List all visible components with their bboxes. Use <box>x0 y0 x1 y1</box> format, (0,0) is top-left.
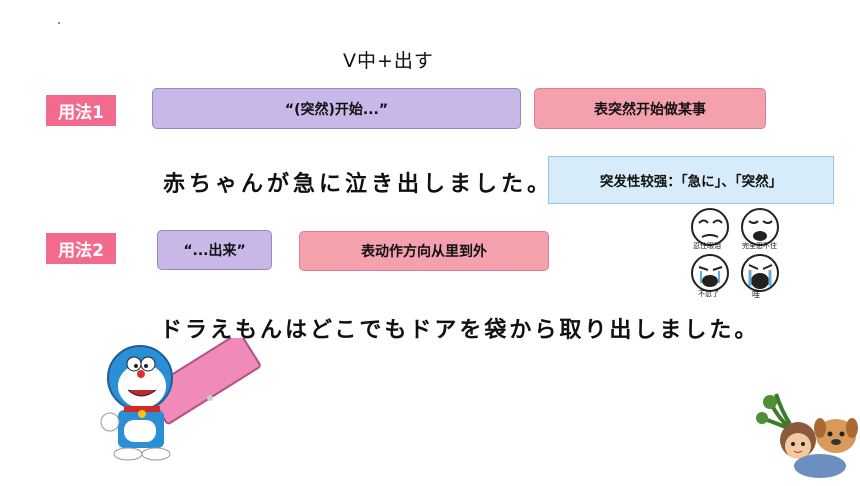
meme-face-4 <box>741 254 779 292</box>
meme-face-3 <box>691 254 729 292</box>
usage1-meaning: 表突然开始做某事 <box>534 88 766 129</box>
usage1-note: 突发性较强：「急に」、「突然」 <box>548 156 834 204</box>
meme-caption-2: 完全忍不住 <box>742 242 777 250</box>
meme-face-2 <box>741 208 779 246</box>
usage2-example-sentence: ドラえもんはどこでもドアを袋から取り出しました。 <box>160 318 760 343</box>
doraemon-door-illustration <box>100 332 270 462</box>
decorative-dot <box>58 22 60 24</box>
meme-caption-3: 不忍了 <box>698 290 719 298</box>
usage2-tag: 用法2 <box>46 233 116 264</box>
crying-meme-image: 忍住眼泪 完全忍不住 不忍了 哇 <box>686 205 786 301</box>
meme-face-1 <box>691 208 729 246</box>
usage1-tag: 用法1 <box>46 95 116 126</box>
slide-title: V中+出す <box>343 50 434 72</box>
child-with-dog-illustration <box>748 388 860 482</box>
meme-caption-4: 哇 <box>752 290 760 299</box>
usage1-example-sentence: 赤ちゃんが急に泣き出しました。 <box>163 172 554 197</box>
usage1-pattern: “(突然)开始...” <box>152 88 521 129</box>
usage2-meaning: 表动作方向从里到外 <box>299 231 549 271</box>
usage2-pattern: “...出来” <box>157 230 272 270</box>
meme-caption-1: 忍住眼泪 <box>693 242 721 250</box>
